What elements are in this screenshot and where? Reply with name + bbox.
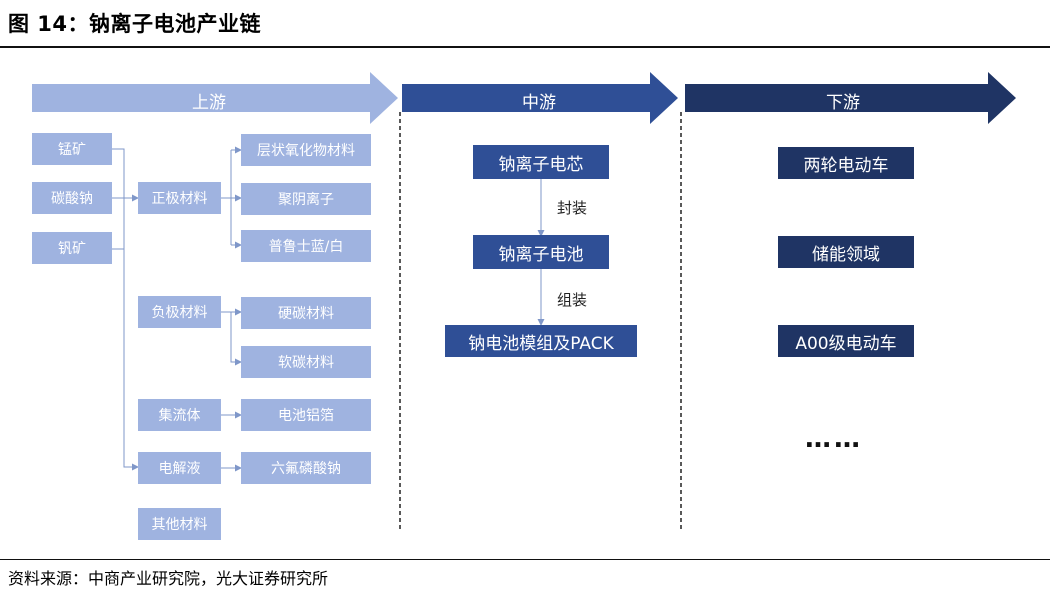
connector [112, 148, 125, 250]
stage-label-downstream: 下游 [826, 93, 860, 113]
electrolyte-box: 电解液 [138, 452, 221, 484]
prussian-box: 普鲁士蓝/白 [241, 230, 371, 262]
napf6-box: 六氟磷酸钠 [241, 452, 371, 484]
connector [123, 249, 139, 471]
assembly-label: 组装 [557, 291, 588, 309]
downstream-arrow [685, 72, 1016, 124]
stage-label-upstream: 上游 [192, 93, 226, 113]
raw-vanadium-box: 钒矿 [32, 232, 112, 264]
connector [230, 312, 242, 366]
a00-ev-box: A00级电动车 [778, 325, 914, 357]
other-materials-box: 其他材料 [138, 508, 221, 540]
layered-oxide-box: 层状氧化物材料 [241, 134, 371, 166]
stage-label-midstream: 中游 [522, 93, 556, 113]
source-note: 资料来源：中商产业研究院，光大证券研究所 [8, 569, 329, 588]
encapsulation-label: 封装 [557, 199, 588, 217]
anode-box: 负极材料 [138, 296, 221, 328]
figure-title: 图 14：钠离子电池产业链 [8, 12, 262, 36]
al-foil-box: 电池铝箔 [241, 399, 371, 431]
soft-carbon-box: 软碳材料 [241, 346, 371, 378]
hard-carbon-box: 硬碳材料 [241, 297, 371, 329]
na-ion-cell-box: 钠离子电芯 [473, 145, 609, 179]
na-ion-battery-box: 钠离子电池 [473, 235, 609, 269]
upstream-arrow [32, 72, 398, 124]
energy-storage-box: 储能领域 [778, 236, 914, 268]
bottom-rule [0, 559, 1050, 560]
pack-box: 钠电池模组及PACK [445, 325, 637, 357]
raw-manganese-box: 锰矿 [32, 133, 112, 165]
raw-soda-ash-box: 碳酸钠 [32, 182, 112, 214]
cathode-box: 正极材料 [138, 182, 221, 214]
midstream-arrow [402, 72, 678, 124]
collector-box: 集流体 [138, 399, 221, 431]
top-rule [0, 46, 1050, 48]
polyanion-box: 聚阴离子 [241, 183, 371, 215]
two-wheeler-box: 两轮电动车 [778, 147, 914, 179]
ellipsis: …… [805, 424, 863, 454]
